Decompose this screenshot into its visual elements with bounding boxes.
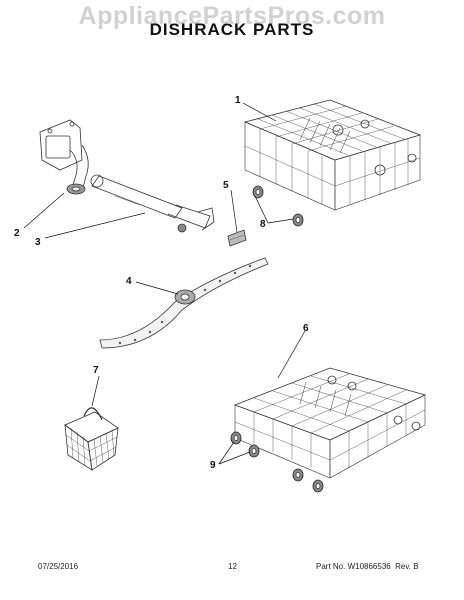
lower-spray-arm	[99, 257, 269, 349]
callout-3: 3	[35, 237, 41, 248]
footer-part-number: Part No. W10866536 Rev. B	[316, 562, 419, 571]
callout-7: 7	[93, 365, 99, 376]
lower-dishrack	[230, 367, 427, 493]
footer-page-number: 12	[228, 562, 237, 571]
feed-tube	[90, 174, 215, 233]
callout-labels: 1 2 3 4 5 6 7 8 9	[14, 95, 309, 471]
silverware-basket	[64, 407, 119, 471]
leader-lines	[23, 102, 306, 465]
callout-8: 8	[260, 219, 266, 230]
callout-9: 9	[210, 460, 216, 471]
watermark-text: AppliancePartsPros.com	[78, 2, 386, 30]
footer-date: 07/25/2016	[38, 562, 79, 571]
rack-clip	[227, 229, 247, 247]
callout-1: 1	[235, 95, 241, 106]
page-title: DISHRACK PARTS	[149, 20, 315, 39]
water-feed-manifold	[39, 119, 89, 195]
upper-dishrack	[243, 99, 422, 227]
callout-4: 4	[126, 276, 132, 287]
callout-6: 6	[303, 323, 309, 334]
callout-2: 2	[14, 228, 20, 239]
callout-5: 5	[223, 180, 229, 191]
